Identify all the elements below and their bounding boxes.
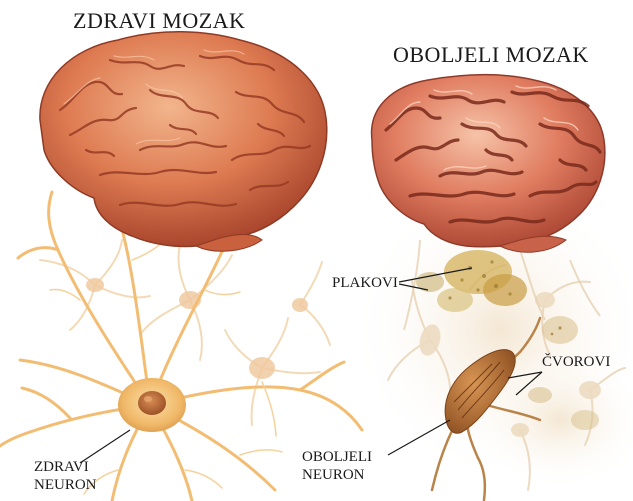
plaques-label: PLAKOVI bbox=[332, 276, 398, 291]
tangles-label: ČVOROVI bbox=[542, 355, 610, 370]
healthy-neuron-nucleus bbox=[138, 391, 166, 415]
diseased-brain-title: OBOLJELI MOZAK bbox=[393, 44, 589, 66]
diseased-neuron-label: OBOLJELI NEURON bbox=[302, 448, 372, 484]
diseased-neuron-label-line1: OBOLJELI bbox=[302, 448, 372, 466]
healthy-neuron-label-line1: ZDRAVI bbox=[34, 458, 97, 476]
healthy-brain-title: ZDRAVI MOZAK bbox=[73, 10, 245, 32]
diseased-neuron-label-line2: NEURON bbox=[302, 466, 372, 484]
healthy-brain bbox=[40, 32, 327, 251]
healthy-neuron-label-line2: NEURON bbox=[34, 476, 97, 494]
healthy-neuron-label: ZDRAVI NEURON bbox=[34, 458, 97, 494]
